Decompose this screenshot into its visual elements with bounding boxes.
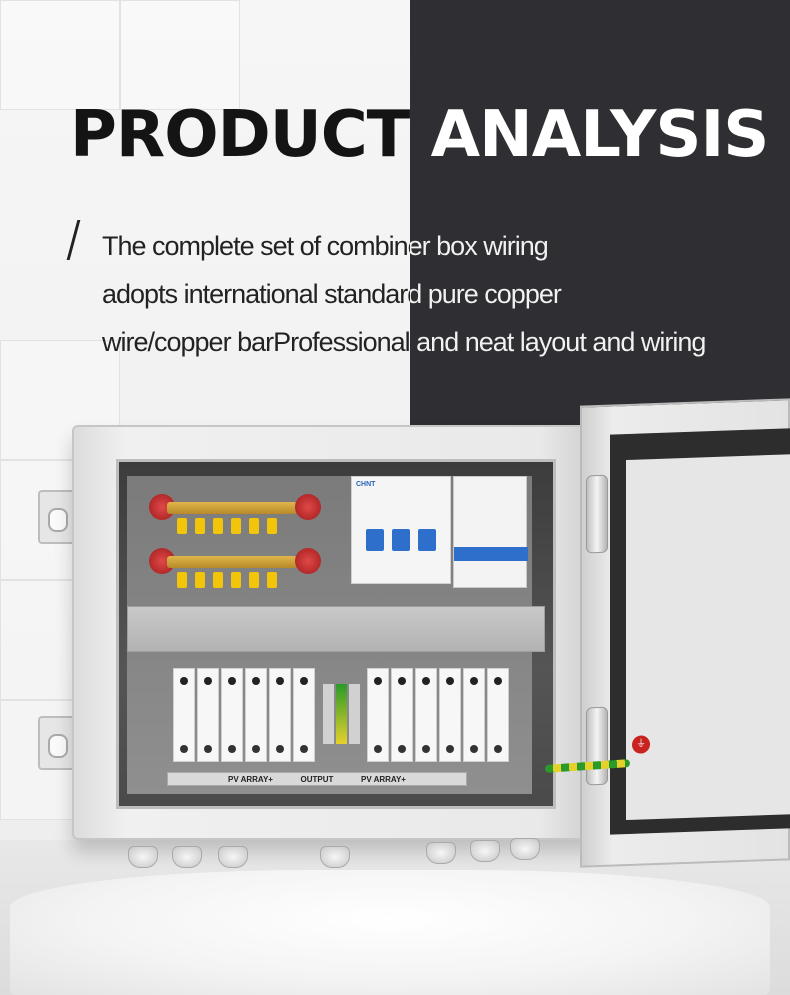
wall-tile bbox=[0, 0, 120, 110]
description-line-1: The complete set of combiner box wiring bbox=[102, 222, 762, 270]
mounting-bracket-top bbox=[38, 490, 76, 544]
cable-gland bbox=[510, 838, 540, 860]
fuse-holder bbox=[367, 668, 389, 762]
fuse-holder bbox=[173, 668, 195, 762]
wire-lug bbox=[177, 518, 187, 534]
dc-circuit-breaker: CHNT bbox=[351, 476, 451, 584]
wire-lug bbox=[267, 572, 277, 588]
fuse-holder bbox=[197, 668, 219, 762]
mounting-bracket-bottom bbox=[38, 716, 76, 770]
terminal-block bbox=[349, 684, 360, 744]
surge-protector-stripe bbox=[454, 547, 528, 561]
door-hinge bbox=[586, 474, 608, 554]
wire-lug bbox=[267, 518, 277, 534]
backplate: CHNT bbox=[127, 476, 545, 794]
cable-gland bbox=[426, 842, 456, 864]
ground-terminal bbox=[336, 684, 347, 744]
cable-gland bbox=[218, 846, 248, 868]
combiner-box: CHNT bbox=[72, 425, 594, 840]
busbar-insulator bbox=[295, 548, 321, 574]
description-line-2: adopts international standard pure coppe… bbox=[102, 270, 762, 318]
cable-gland bbox=[172, 846, 202, 868]
busbar-insulator bbox=[295, 494, 321, 520]
label-output: OUTPUT bbox=[300, 774, 334, 784]
breaker-handle bbox=[366, 529, 384, 551]
fuse-holder bbox=[463, 668, 485, 762]
fuse-holder bbox=[415, 668, 437, 762]
fuse-holder bbox=[391, 668, 413, 762]
fuse-holder bbox=[293, 668, 315, 762]
description-line-3: wire/copper barProfessional and neat lay… bbox=[102, 318, 762, 366]
background-right-dark bbox=[410, 0, 790, 430]
surge-protector bbox=[453, 476, 528, 588]
fuse-holder bbox=[439, 668, 461, 762]
wire-lug bbox=[195, 518, 205, 534]
fuse-holder bbox=[221, 668, 243, 762]
description: The complete set of combiner box wiring … bbox=[102, 222, 762, 366]
fuse-holder bbox=[487, 668, 509, 762]
terminal-block bbox=[323, 684, 334, 744]
page-title: PRODUCT ANALYSIS bbox=[70, 98, 769, 172]
wire-lug bbox=[231, 518, 241, 534]
cable-gland bbox=[320, 846, 350, 868]
breaker-brand-label: CHNT bbox=[356, 481, 376, 488]
fuse-holder bbox=[245, 668, 267, 762]
wire-lug bbox=[177, 572, 187, 588]
wire-lug bbox=[249, 518, 259, 534]
copper-busbar-top bbox=[167, 502, 297, 514]
cable-gland bbox=[470, 840, 500, 862]
wire-duct bbox=[127, 606, 545, 652]
door-hinge bbox=[586, 706, 608, 786]
label-pv-array-left: PV ARRAY+ bbox=[228, 774, 273, 784]
door-inner-panel bbox=[626, 454, 790, 821]
wire-lug bbox=[195, 572, 205, 588]
copper-busbar-bottom bbox=[167, 556, 297, 568]
fuse-holder bbox=[269, 668, 291, 762]
wall-tile bbox=[120, 0, 240, 110]
cabinet-door: ⏚ bbox=[580, 398, 790, 868]
cable-gland bbox=[128, 846, 158, 868]
breaker-handle bbox=[392, 529, 410, 551]
wire-lug bbox=[213, 572, 223, 588]
wire-lug bbox=[231, 572, 241, 588]
label-pv-array-right: PV ARRAY+ bbox=[361, 774, 406, 784]
wire-lug bbox=[249, 572, 259, 588]
white-rug bbox=[10, 870, 770, 995]
terminal-label-strip: PV ARRAY+ OUTPUT PV ARRAY+ bbox=[167, 772, 467, 786]
breaker-handle bbox=[418, 529, 436, 551]
wire-lug bbox=[213, 518, 223, 534]
combiner-box-interior: CHNT bbox=[116, 459, 556, 809]
